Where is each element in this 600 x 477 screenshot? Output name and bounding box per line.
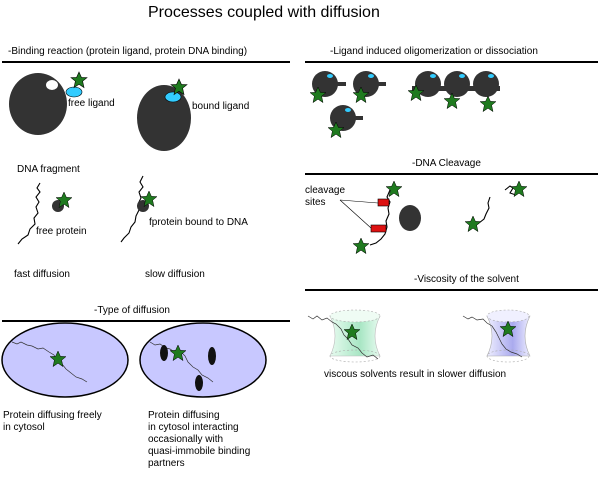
star-ligand-icon (352, 237, 370, 255)
oligomer-chain (407, 71, 500, 113)
protein-bound-dna-label: fprotein bound to DNA (149, 217, 248, 228)
cleavage-pointer (339, 199, 372, 229)
interacting-line1: Protein diffusing (148, 410, 220, 421)
fast-diffusion-label: fast diffusion (14, 269, 70, 280)
slow-diffusion-label: slow diffusion (145, 269, 205, 280)
viscosity-heading: -Viscosity of the solvent (414, 274, 519, 285)
interacting-line3: occasionally with (148, 434, 224, 445)
dna-strand-icon (17, 182, 41, 245)
cleavage-site-icon (377, 198, 390, 207)
protein-blob-icon (399, 205, 421, 231)
free-diffusion-line1: Protein diffusing freely (3, 410, 102, 421)
cleavage-site-icon (370, 224, 387, 233)
viscosity-caption: viscous solvents result in slower diffus… (324, 369, 507, 380)
cleavage-sites-label: cleavage sites (305, 185, 365, 209)
diffusion-type-heading: -Type of diffusion (94, 305, 170, 316)
oligomer-monomers (309, 71, 386, 139)
free-diffusion-caption: Protein diffusing freely in cytosol (3, 410, 128, 434)
cleavage-sites-line1: cleavage (305, 185, 346, 196)
cleavage-heading: -DNA Cleavage (412, 158, 481, 169)
cell-interacting-diffusion (139, 322, 267, 398)
star-ligand-icon (464, 215, 482, 233)
interacting-line2: in cytosol interacting (148, 422, 239, 433)
binding-heading: -Binding reaction (protein ligand, prote… (8, 46, 248, 57)
viscous-solvent-green (307, 309, 381, 363)
dna-strand-icon (369, 189, 391, 246)
bound-ligand-label: bound ligand (192, 101, 250, 112)
free-ligand-label: free ligand (68, 98, 115, 109)
protein-blob-icon (9, 73, 67, 135)
dna-fragment-label: DNA fragment (17, 164, 80, 175)
interacting-line4: quasi-immobile binding (148, 446, 251, 457)
free-diffusion-line2: in cytosol (3, 422, 45, 433)
interacting-line5: partners (148, 458, 185, 469)
oligomerization-heading: -Ligand induced oligomerization or disso… (330, 46, 538, 57)
ligand-icon (65, 86, 83, 98)
viscous-solvent-blue (462, 309, 531, 363)
cell-free-diffusion (1, 322, 129, 398)
interacting-diffusion-caption: Protein diffusing in cytosol interacting… (148, 410, 278, 470)
free-protein-label: free protein (36, 226, 87, 237)
page-title: Processes coupled with diffusion (148, 4, 380, 21)
star-ligand-icon (70, 71, 88, 89)
cleavage-pointer (339, 199, 379, 204)
protein-blob-icon (137, 85, 191, 151)
cleavage-sites-line2: sites (305, 197, 326, 208)
